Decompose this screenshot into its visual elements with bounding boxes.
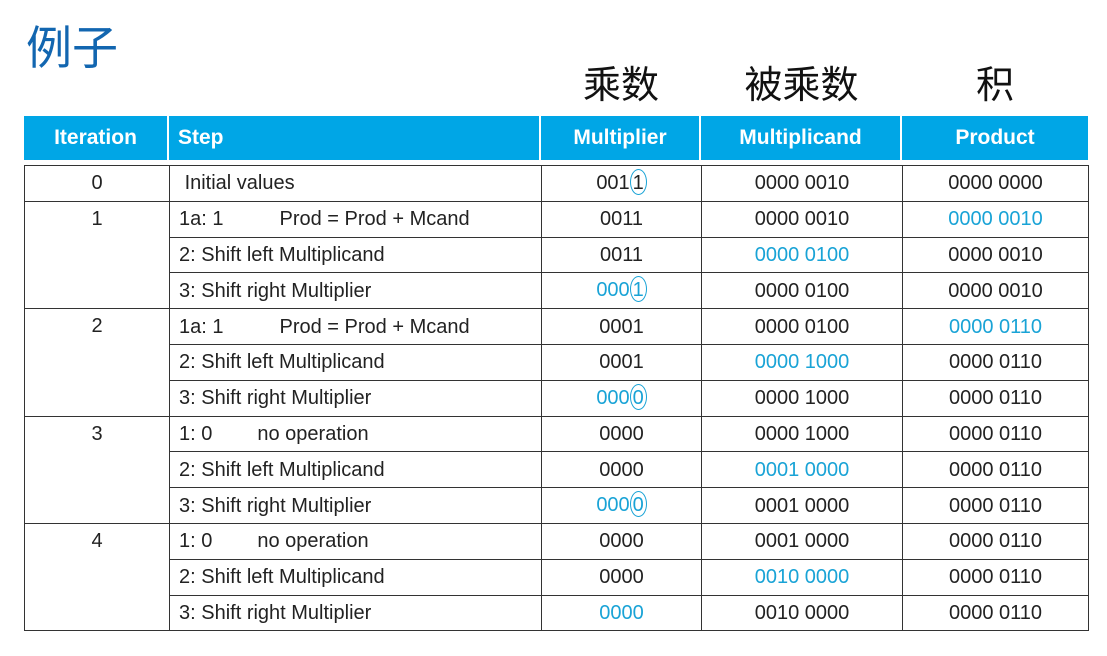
step-action: no operation [257, 530, 369, 553]
product-cell: 0000 0110 [902, 558, 1089, 596]
table-row: 3 1: 0 no operation 0000 0000 1000 0000 0… [24, 415, 1089, 524]
multiplicand-cell: 0000 0010 [701, 200, 903, 238]
table-row: 1 1a: 1 Prod = Prod + Mcand 0011 0000 001… [24, 200, 1089, 310]
header-multiplier: Multiplier [541, 116, 701, 160]
step-code: 1: 0 [179, 422, 213, 445]
header-step: Step [169, 116, 541, 160]
product-cell: 0000 0010 [902, 236, 1089, 274]
step-cell: 2: Shift left Multiplicand [169, 236, 542, 274]
step-code: 1a: 1 [179, 315, 224, 338]
multiplier-value: 001 [596, 172, 630, 195]
table-row: 2 1a: 1 Prod = Prod + Mcand 0001 0000 010… [24, 308, 1089, 417]
iteration-cell: 3 [24, 415, 170, 524]
product-cell: 0000 0110 [902, 522, 1089, 560]
header-multiplicand: Multiplicand [701, 116, 902, 160]
product-cell: 0000 0110 [902, 451, 1089, 489]
iteration-cell: 1 [24, 200, 170, 310]
multiplicand-cell: 0000 0010 [701, 165, 903, 202]
lsb-circle-marker: 0 [629, 490, 647, 517]
label-product-cn: 积 [975, 63, 1014, 107]
step-cell: 3: Shift right Multiplier [169, 594, 542, 632]
step-code: 1a: 1 [179, 208, 224, 231]
label-multiplier-cn: 乘数 [582, 63, 659, 107]
multiplier-cell: 0000 [541, 451, 702, 489]
multiplier-value: 000 [596, 494, 630, 517]
product-cell: 0000 0110 [902, 343, 1089, 381]
product-cell: 0000 0010 [902, 272, 1089, 310]
product-cell: 0000 0000 [902, 165, 1089, 202]
table-header: Iteration Step Multiplier Multiplicand P… [24, 116, 1088, 160]
multiplier-cell: 0000 [541, 522, 702, 560]
iteration-cell: 2 [24, 308, 170, 417]
lsb-circle-marker: 1 [629, 168, 647, 195]
product-cell: 0000 0110 [902, 415, 1089, 453]
product-cell: 0000 0110 [902, 379, 1089, 417]
label-multiplicand-cn: 被乘数 [744, 63, 859, 107]
product-cell-changed: 0000 0010 [902, 200, 1089, 238]
lsb-circle-marker: 1 [629, 276, 647, 303]
multiplier-cell-changed: 0000 [541, 594, 702, 632]
step-cell: 1: 0 no operation [169, 415, 542, 453]
page-title: 例子 [26, 21, 118, 75]
step-cell: Initial values [169, 165, 542, 202]
multiplicand-cell: 0000 0100 [701, 272, 903, 310]
multiplier-cell: 0000 [541, 558, 702, 596]
iteration-cell: 4 [24, 522, 170, 632]
step-cell: 2: Shift left Multiplicand [169, 343, 542, 381]
multiplier-value: 000 [596, 386, 630, 409]
multiplicand-cell: 0000 1000 [701, 415, 903, 453]
step-text: Initial values [184, 172, 295, 195]
step-cell: 1a: 1 Prod = Prod + Mcand [169, 200, 542, 238]
multiplicand-cell-changed: 0000 1000 [701, 343, 903, 381]
table-row: 2: Shift left Multiplicand 0001 0000 100… [25, 343, 1089, 381]
multiplier-cell: 0000 [541, 415, 702, 453]
header-product: Product [902, 116, 1088, 160]
multiplicand-cell-changed: 0000 0100 [701, 236, 903, 274]
product-cell: 0000 0110 [902, 594, 1089, 632]
multiplicand-cell-changed: 0010 0000 [701, 558, 903, 596]
multiplicand-cell: 0000 0100 [701, 308, 903, 345]
multiplier-cell: 0001 [541, 343, 702, 381]
multiplier-cell: 0011 [541, 200, 702, 238]
multiplicand-cell: 0010 0000 [701, 594, 903, 632]
table-row: 4 1: 0 no operation 0000 0001 0000 0000 0… [24, 522, 1089, 632]
product-cell-changed: 0000 0110 [902, 308, 1089, 345]
table-row: 2: Shift left Multiplicand 0000 0010 000… [25, 558, 1089, 596]
multiplicand-cell: 0001 0000 [701, 522, 903, 560]
table-row: 2: Shift left Multiplicand 0000 0001 000… [25, 451, 1089, 489]
multiplicand-cell-changed: 0001 0000 [701, 451, 903, 489]
product-cell: 0000 0110 [902, 487, 1089, 524]
step-action: Prod = Prod + Mcand [279, 315, 470, 338]
step-cell: 2: Shift left Multiplicand [169, 451, 542, 489]
step-cell: 1a: 1 Prod = Prod + Mcand [169, 308, 542, 345]
step-cell: 1: 0 no operation [169, 522, 542, 560]
multiplier-cell: 0001 [541, 308, 702, 345]
step-cell: 3: Shift right Multiplier [169, 487, 542, 524]
step-code: 1: 0 [179, 530, 213, 553]
header-iteration: Iteration [24, 116, 169, 160]
step-cell: 3: Shift right Multiplier [169, 272, 542, 310]
step-action: Prod = Prod + Mcand [279, 208, 470, 231]
table-row: 2: Shift left Multiplicand 0011 0000 010… [25, 236, 1089, 274]
step-action: no operation [257, 422, 369, 445]
multiplier-value: 000 [596, 279, 630, 302]
step-cell: 2: Shift left Multiplicand [169, 558, 542, 596]
multiplicand-cell: 0001 0000 [701, 487, 903, 524]
step-cell: 3: Shift right Multiplier [169, 379, 542, 417]
multiplicand-cell: 0000 1000 [701, 379, 903, 417]
multiplier-cell: 0011 [541, 236, 702, 274]
lsb-circle-marker: 0 [629, 383, 647, 410]
table-row: 3: Shift right Multiplier 0000 0010 0000… [25, 594, 1089, 632]
iteration-cell: 0 [24, 165, 170, 202]
